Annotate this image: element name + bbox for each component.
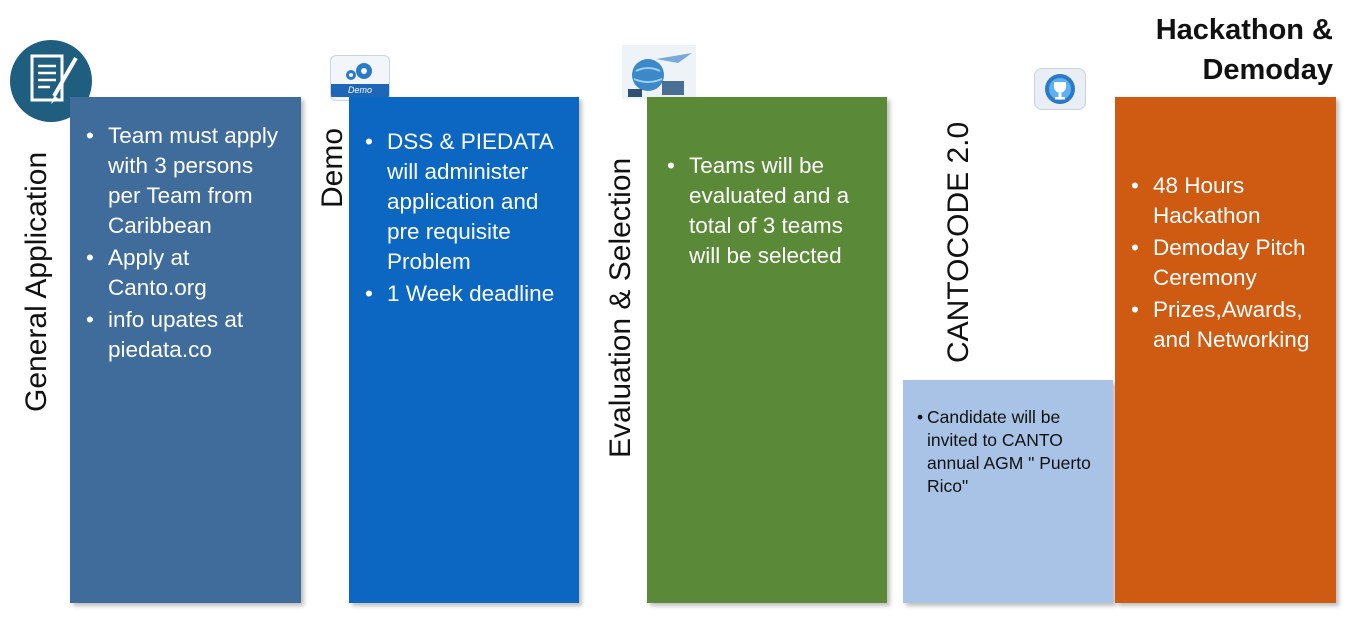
title-line-2: Demoday (1202, 54, 1333, 86)
bullet-item: 1 Week deadline (363, 279, 569, 309)
title-line-1: Hackathon & (1155, 14, 1333, 46)
trophy-icon (1034, 68, 1086, 110)
globe-airplane-icon (622, 45, 696, 99)
bullet-item: info upates at piedata.co (84, 305, 291, 365)
stage-label-general-application: General Application (20, 151, 53, 412)
stage-bullets-evaluation-selection: Teams will be evaluated and a total of 3… (665, 151, 875, 271)
bullet-item: Teams will be evaluated and a total of 3… (665, 151, 875, 271)
bullet-item: Prizes,Awards, and Networking (1129, 295, 1326, 355)
stage-box-hackathon-demoday: 48 Hours Hackathon Demoday Pitch Ceremon… (1115, 97, 1336, 603)
stage-bullets-cantocode: Candidate will be invited to CANTO annua… (915, 406, 1103, 498)
stage-box-cantocode: Candidate will be invited to CANTO annua… (903, 380, 1113, 603)
stage-label-demo: Demo (316, 127, 349, 208)
stage-label-evaluation-selection: Evaluation & Selection (604, 157, 637, 458)
stage-box-general-application: Team must apply with 3 persons per Team … (70, 97, 301, 603)
bullet-item: 48 Hours Hackathon (1129, 171, 1326, 231)
stage-bullets-general-application: Team must apply with 3 persons per Team … (84, 121, 291, 365)
stage-bullets-hackathon-demoday: 48 Hours Hackathon Demoday Pitch Ceremon… (1129, 171, 1326, 355)
stage-box-evaluation-selection: Teams will be evaluated and a total of 3… (647, 97, 887, 603)
stage-box-demo: DSS & PIEDATA will administer applicatio… (349, 97, 579, 603)
demo-gears-icon: Demo (330, 55, 390, 101)
diagram-title: Hackathon & Demoday (1156, 10, 1333, 90)
bullet-item: Candidate will be invited to CANTO annua… (915, 406, 1103, 498)
bullet-item: Team must apply with 3 persons per Team … (84, 121, 291, 241)
stage-bullets-demo: DSS & PIEDATA will administer applicatio… (363, 127, 569, 309)
stage-label-cantocode: CANTOCODE 2.0 (942, 121, 975, 363)
bullet-item: DSS & PIEDATA will administer applicatio… (363, 127, 569, 277)
bullet-item: Demoday Pitch Ceremony (1129, 233, 1326, 293)
document-pen-icon (10, 40, 92, 122)
bullet-item: Apply at Canto.org (84, 243, 291, 303)
